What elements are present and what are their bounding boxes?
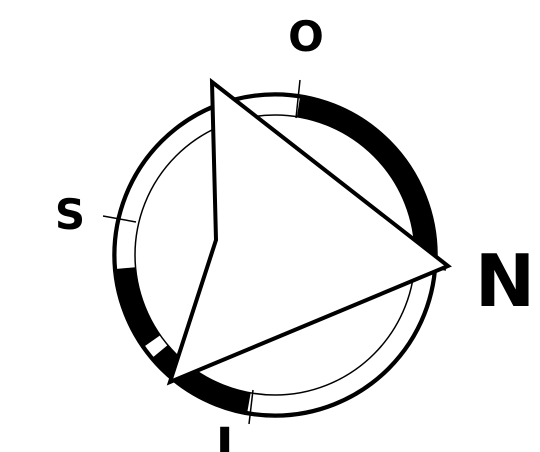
label-left: S xyxy=(55,190,85,239)
label-right: N xyxy=(475,239,535,323)
label-bottom: L xyxy=(216,418,247,452)
label-top: O xyxy=(288,12,324,61)
compass-pointer xyxy=(170,82,448,382)
